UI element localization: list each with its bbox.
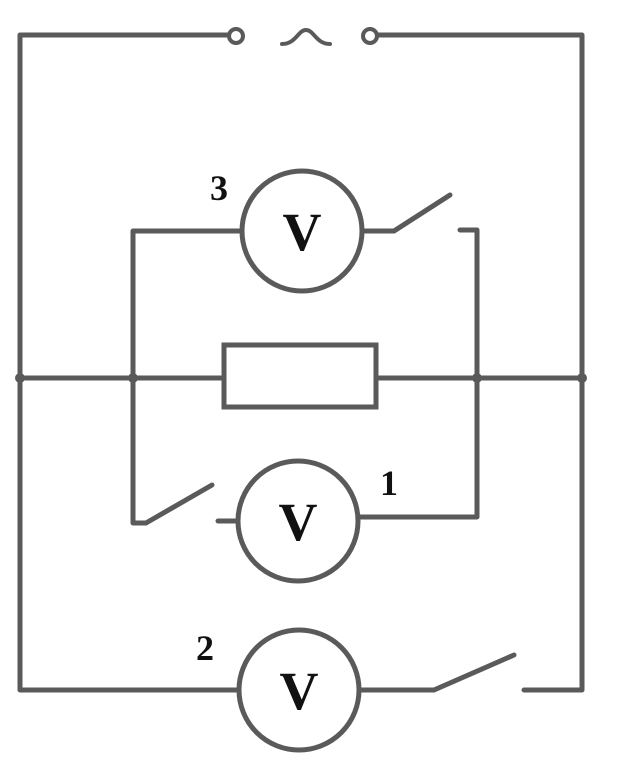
voltmeter-1-label: 1 — [380, 463, 398, 503]
branch-voltmeter-2: V 2 — [17, 375, 585, 753]
branch-voltmeter-3: V 3 — [130, 168, 480, 381]
voltmeter-3-label: 3 — [210, 168, 228, 208]
wire-v2-return — [521, 375, 585, 693]
top-rail — [17, 27, 585, 381]
wire-top-right — [375, 32, 585, 381]
wire-v3-return — [457, 227, 480, 381]
ac-source-icon — [280, 27, 332, 46]
voltmeter-1: V — [235, 458, 361, 584]
switch-voltmeter-1[interactable] — [143, 482, 215, 526]
resistor-branch — [17, 342, 585, 410]
wire-v1-right — [355, 375, 480, 520]
wire-top-left — [17, 32, 231, 381]
voltmeter-3-ring — [239, 168, 365, 294]
voltmeter-3-letter: V — [283, 202, 322, 262]
voltmeter-2-ring — [236, 627, 362, 753]
voltmeter-1-ring — [235, 458, 361, 584]
voltmeter-1-letter: V — [279, 492, 318, 552]
junction-right — [577, 373, 587, 383]
voltmeter-2-label: 2 — [196, 628, 214, 668]
junction-inner-left — [128, 373, 138, 383]
wire-v2-left — [17, 375, 241, 693]
junction-left — [15, 373, 25, 383]
source-terminal-left — [227, 27, 245, 45]
junction-inner-right — [472, 373, 482, 383]
switch-voltmeter-2[interactable] — [431, 652, 517, 693]
resistor-rectangle — [221, 342, 379, 410]
junction-nodes — [15, 373, 587, 383]
voltmeter-3: V — [239, 168, 365, 294]
switch-voltmeter-3[interactable] — [391, 192, 453, 234]
wire-v3-left — [130, 228, 243, 381]
source-terminal-right — [361, 27, 379, 45]
voltmeter-2-letter: V — [280, 661, 319, 721]
voltmeter-2: V — [236, 627, 362, 753]
branch-voltmeter-1: V 1 — [130, 375, 480, 584]
wire-v1-left — [130, 375, 149, 526]
